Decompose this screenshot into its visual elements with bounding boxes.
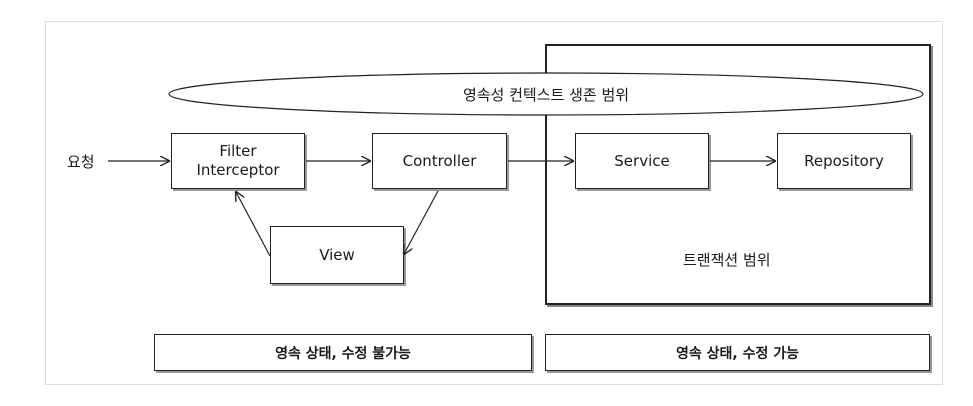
request-label: 요청	[67, 153, 95, 171]
filter-interceptor-box: Filter Interceptor	[171, 133, 305, 189]
repository-label: Repository	[804, 151, 884, 170]
bottom-right-status: 영속 상태, 수정 가능	[545, 334, 930, 371]
controller-box: Controller	[372, 133, 507, 189]
bottom-left-status: 영속 상태, 수정 불가능	[154, 334, 532, 371]
filter-label: Filter	[219, 142, 257, 160]
service-box: Service	[575, 133, 709, 189]
repository-box: Repository	[777, 133, 911, 189]
persistence-context-scope-label: 영속성 컨텍스트 생존 범위	[462, 85, 630, 104]
view-box: View	[270, 226, 404, 284]
interceptor-label: Interceptor	[196, 161, 280, 179]
view-label: View	[319, 245, 355, 264]
bottom-left-status-text: 영속 상태, 수정 불가능	[275, 345, 411, 362]
service-label: Service	[614, 151, 670, 170]
transaction-scope-label: 트랜잭션 범위	[683, 251, 771, 269]
bottom-right-status-text: 영속 상태, 수정 가능	[676, 345, 799, 362]
controller-label: Controller	[402, 151, 477, 170]
